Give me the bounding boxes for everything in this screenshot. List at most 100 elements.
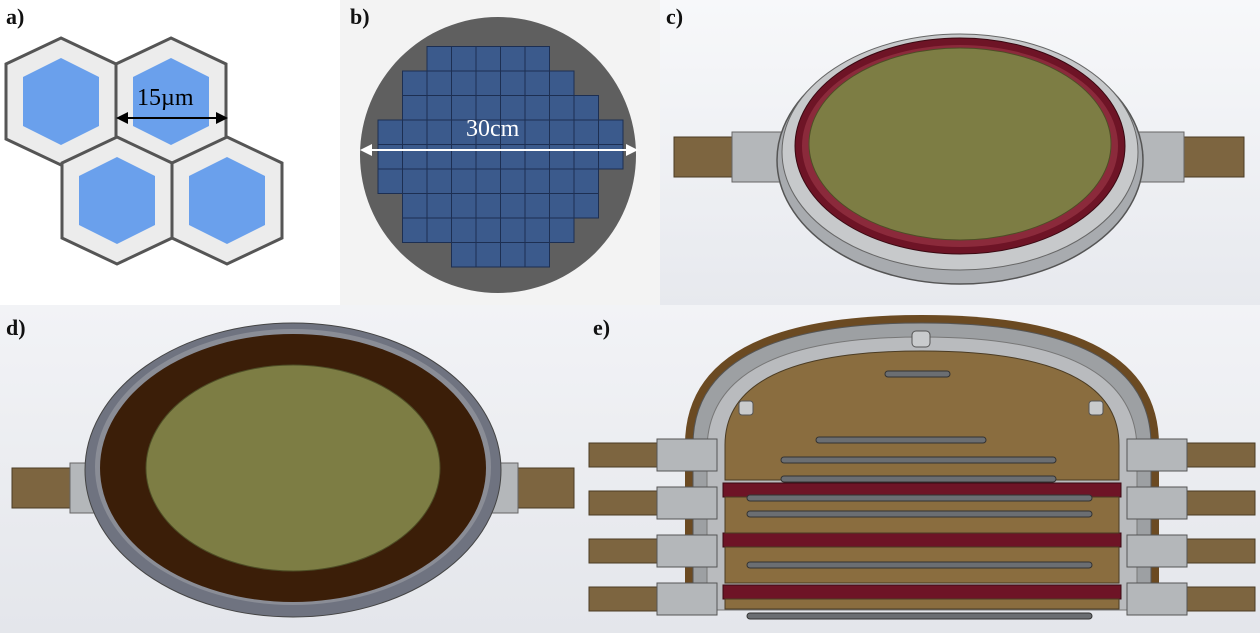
slot xyxy=(746,561,1093,569)
die xyxy=(402,168,428,194)
frame-knob-top xyxy=(911,330,931,348)
die xyxy=(524,193,550,219)
dimension-label-15um: 15µm xyxy=(137,85,194,111)
die xyxy=(377,144,403,170)
die xyxy=(524,46,550,72)
die xyxy=(598,144,624,170)
die xyxy=(524,168,550,194)
die xyxy=(524,70,550,96)
die xyxy=(426,95,452,121)
die xyxy=(573,168,599,194)
die xyxy=(549,70,575,96)
left-clamp xyxy=(656,534,718,568)
die xyxy=(475,193,501,219)
panel-a-label: a) xyxy=(6,4,25,29)
dimension-arrow-30cm xyxy=(360,144,638,156)
dimension-arrow-15um xyxy=(116,112,228,124)
die xyxy=(402,70,428,96)
die xyxy=(426,70,452,96)
seal-layer xyxy=(722,584,1122,600)
top-plate xyxy=(724,350,1120,481)
die xyxy=(573,144,599,170)
die xyxy=(524,217,550,243)
panel-c: c) xyxy=(660,0,1260,305)
slot xyxy=(746,494,1093,502)
die xyxy=(524,144,550,170)
die xyxy=(500,46,526,72)
die xyxy=(475,144,501,170)
die xyxy=(549,119,575,145)
die xyxy=(377,168,403,194)
die xyxy=(573,193,599,219)
panel-d: d) xyxy=(0,305,585,633)
die xyxy=(377,119,403,145)
slot xyxy=(746,612,1093,620)
left-tab xyxy=(673,136,741,178)
right-clamp xyxy=(1126,438,1188,472)
die xyxy=(549,217,575,243)
slot xyxy=(884,370,951,378)
die xyxy=(500,193,526,219)
left-clamp xyxy=(731,131,785,183)
die xyxy=(524,119,550,145)
die xyxy=(451,144,477,170)
die xyxy=(500,144,526,170)
die xyxy=(451,70,477,96)
stack-layers xyxy=(588,438,1256,616)
die xyxy=(451,46,477,72)
die xyxy=(573,119,599,145)
panel-a: a) 15µm xyxy=(0,0,340,305)
wafer-diagram xyxy=(360,17,638,293)
panel-e: e) xyxy=(585,305,1260,633)
frame-knob-right xyxy=(1088,400,1104,416)
die xyxy=(500,242,526,268)
left-clamp xyxy=(656,486,718,520)
hex-pixel-diagram xyxy=(4,36,284,266)
left-clamp xyxy=(656,438,718,472)
right-tab xyxy=(1177,136,1245,178)
die xyxy=(598,119,624,145)
die xyxy=(426,144,452,170)
module-c-render xyxy=(673,33,1245,285)
slot xyxy=(780,475,1057,483)
die xyxy=(549,168,575,194)
die xyxy=(573,95,599,121)
panel-b: b) 30cm xyxy=(340,0,660,305)
die xyxy=(524,242,550,268)
die xyxy=(500,70,526,96)
die xyxy=(475,70,501,96)
die xyxy=(402,119,428,145)
die xyxy=(475,217,501,243)
right-tab xyxy=(507,467,575,509)
panel-e-label: e) xyxy=(593,315,611,340)
panel-b-label: b) xyxy=(350,4,370,29)
die xyxy=(500,168,526,194)
stack-cutaway-render xyxy=(588,315,1256,620)
panel-c-label: c) xyxy=(666,4,684,29)
left-tab xyxy=(11,467,79,509)
active-area xyxy=(145,364,441,572)
left-clamp xyxy=(656,582,718,616)
seal-layer xyxy=(722,532,1122,548)
die xyxy=(451,193,477,219)
frame-knob-left xyxy=(738,400,754,416)
hex-pixel-2 xyxy=(114,36,228,167)
slot xyxy=(746,510,1093,518)
die xyxy=(426,168,452,194)
module-d-render xyxy=(11,322,575,618)
die-grid xyxy=(377,46,624,268)
die xyxy=(426,193,452,219)
die xyxy=(549,144,575,170)
right-clamp xyxy=(1126,534,1188,568)
slot xyxy=(815,436,987,444)
die xyxy=(549,95,575,121)
slot xyxy=(780,456,1057,464)
right-clamp xyxy=(1126,582,1188,616)
die xyxy=(451,168,477,194)
right-clamp xyxy=(1126,486,1188,520)
active-area xyxy=(808,47,1112,241)
die xyxy=(500,217,526,243)
die xyxy=(451,95,477,121)
hex-pixel-4 xyxy=(170,135,284,266)
die xyxy=(426,217,452,243)
